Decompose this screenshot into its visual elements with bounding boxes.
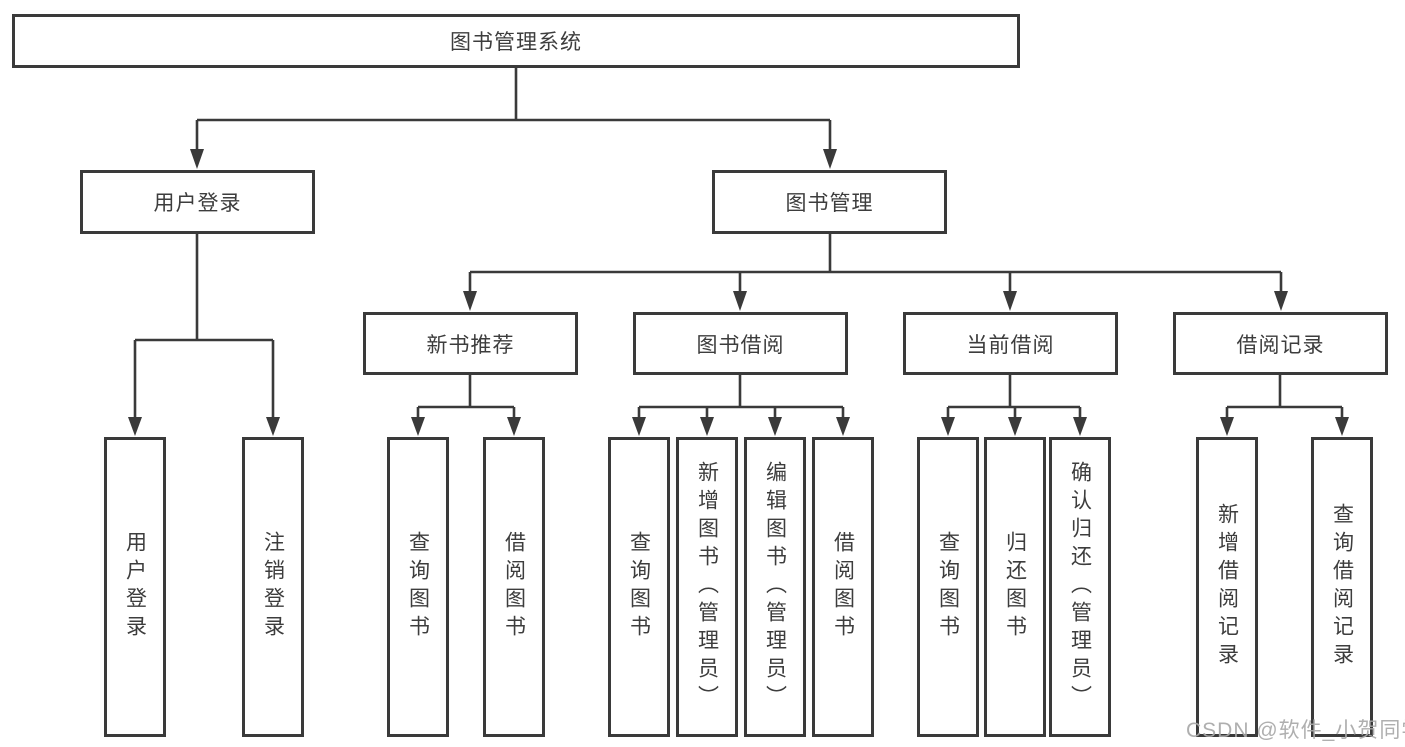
leaf-query-book-recommend: 查询图书: [387, 437, 449, 737]
node-new-book-recommend: 新书推荐: [363, 312, 578, 375]
leaf-add-book-admin: 新增图书（管理员）: [676, 437, 738, 737]
leaf-user-login: 用户登录: [104, 437, 166, 737]
node-book-borrow: 图书借阅: [633, 312, 848, 375]
node-borrow-records: 借阅记录: [1173, 312, 1388, 375]
leaf-borrow-book-recommend: 借阅图书: [483, 437, 545, 737]
leaf-edit-book-admin: 编辑图书（管理员）: [744, 437, 806, 737]
leaf-confirm-return-admin: 确认归还（管理员）: [1049, 437, 1111, 737]
node-current-borrow: 当前借阅: [903, 312, 1118, 375]
leaf-query-book-current: 查询图书: [917, 437, 979, 737]
node-library-system: 图书管理系统: [12, 14, 1020, 68]
leaf-add-borrow-record: 新增借阅记录: [1196, 437, 1258, 737]
arrowheads: [128, 149, 1349, 436]
watermark: CSDN @软件_小贺同学: [1186, 719, 1405, 742]
leaf-logout-login: 注销登录: [242, 437, 304, 737]
leaf-borrow-book: 借阅图书: [812, 437, 874, 737]
leaf-query-book-borrow: 查询图书: [608, 437, 670, 737]
node-book-management: 图书管理: [712, 170, 947, 234]
node-user-login: 用户登录: [80, 170, 315, 234]
leaf-query-borrow-record: 查询借阅记录: [1311, 437, 1373, 737]
leaf-return-book: 归还图书: [984, 437, 1046, 737]
